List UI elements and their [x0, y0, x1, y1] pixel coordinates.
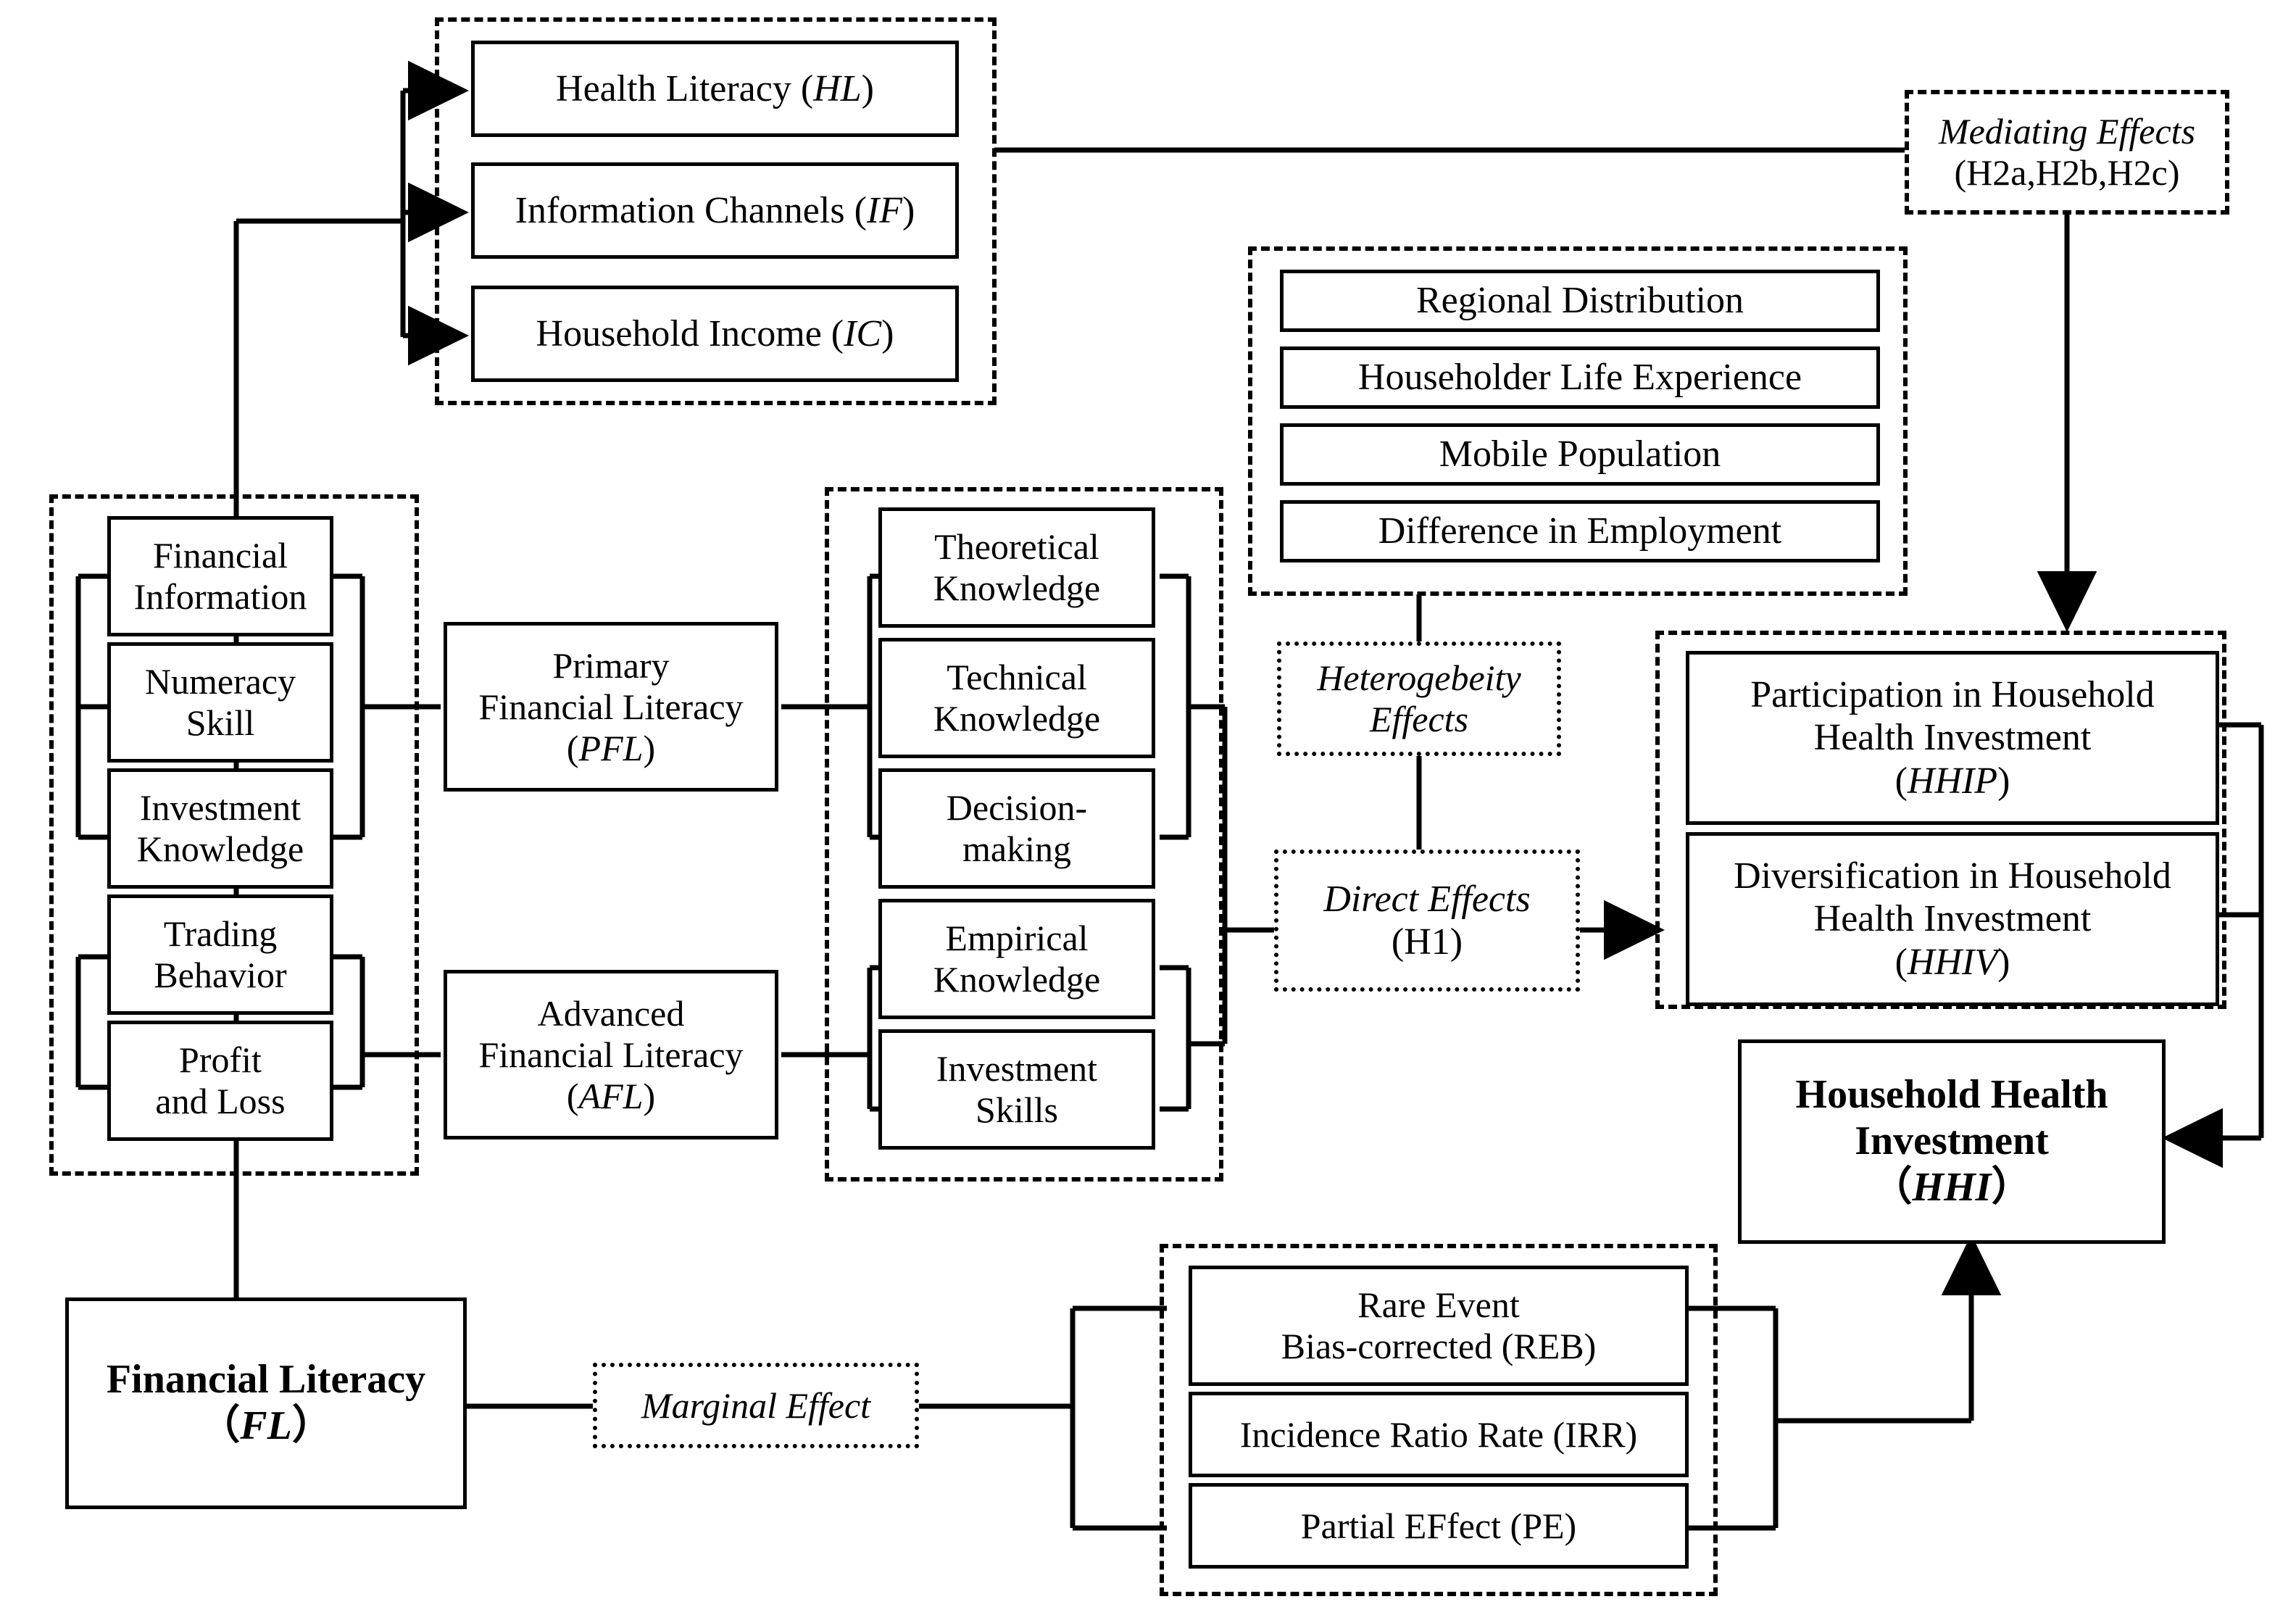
financial-information-line1: Financial [152, 535, 288, 576]
node-empirical-knowledge[interactable]: Empirical Knowledge [878, 899, 1155, 1019]
heterogeneity-effects-line1: Heterogebeity [1317, 657, 1521, 698]
pfl-line2: Financial Literacy [478, 686, 744, 727]
node-health-literacy-label: Health Literacy (HL) [556, 67, 874, 109]
node-investment-skills[interactable]: Investment Skills [878, 1029, 1155, 1150]
numeracy-skill-line2: Skill [186, 702, 255, 743]
profit-and-loss-line1: Profit [179, 1039, 262, 1080]
node-primary-financial-literacy[interactable]: Primary Financial Literacy (PFL) [444, 622, 778, 792]
node-householder-life-experience-label: Householder Life Experience [1357, 357, 1802, 399]
decision-making-line2: making [962, 829, 1071, 869]
node-mobile-population-label: Mobile Population [1439, 433, 1721, 476]
investment-skills-line1: Investment [936, 1048, 1098, 1089]
node-participation-hhi[interactable]: Participation in Household Health Invest… [1686, 651, 2219, 825]
reb-line1: Rare Event [1357, 1284, 1520, 1325]
fl-line2: （FL） [199, 1403, 333, 1448]
hhip-line2: Health Investment [1813, 717, 2092, 759]
numeracy-skill-line1: Numeracy [144, 661, 296, 702]
theoretical-knowledge-line2: Knowledge [933, 568, 1101, 608]
node-information-channels[interactable]: Information Channels (IF) [471, 162, 959, 259]
profit-and-loss-line2: and Loss [155, 1081, 286, 1121]
group-outcomes [1655, 631, 2226, 1009]
investment-skills-line2: Skills [976, 1089, 1058, 1130]
mediating-effects-line1: Mediating Effects [1938, 111, 2196, 151]
node-health-literacy[interactable]: Health Literacy (HL) [471, 41, 959, 137]
node-decision-making[interactable]: Decision- making [878, 768, 1155, 889]
node-partial-effect[interactable]: Partial EFfect (PE) [1189, 1483, 1689, 1569]
technical-knowledge-line1: Technical [947, 657, 1087, 697]
group-knowledge [825, 487, 1223, 1182]
node-investment-knowledge[interactable]: Investment Knowledge [107, 768, 333, 889]
hhi-line2: Investment [1855, 1118, 2049, 1164]
node-trading-behavior[interactable]: Trading Behavior [107, 894, 333, 1015]
financial-information-line2: Information [133, 576, 307, 617]
node-direct-effects[interactable]: Direct Effects (H1) [1274, 850, 1580, 992]
afl-line3: (AFL) [566, 1075, 656, 1116]
empirical-knowledge-line1: Empirical [945, 918, 1089, 958]
decision-making-line1: Decision- [946, 787, 1088, 828]
node-difference-in-employment-label: Difference in Employment [1378, 510, 1782, 552]
empirical-knowledge-line2: Knowledge [933, 959, 1101, 1000]
node-advanced-financial-literacy[interactable]: Advanced Financial Literacy (AFL) [444, 970, 778, 1139]
hhi-line1: Household Health [1795, 1072, 2108, 1118]
node-numeracy-skill[interactable]: Numeracy Skill [107, 642, 333, 763]
node-rare-event-bias[interactable]: Rare Event Bias-corrected (REB) [1189, 1266, 1689, 1386]
hhiv-line2: Health Investment [1813, 898, 2092, 940]
trading-behavior-line1: Trading [163, 913, 278, 954]
afl-line2: Financial Literacy [478, 1034, 744, 1075]
reb-line2: Bias-corrected (REB) [1281, 1326, 1597, 1366]
pe-label: Partial EFfect (PE) [1300, 1505, 1577, 1546]
node-marginal-effect[interactable]: Marginal Effect [593, 1363, 919, 1448]
hhiv-line3: (HHIV) [1894, 941, 2010, 983]
node-incidence-ratio-rate[interactable]: Incidence Ratio Rate (IRR) [1189, 1392, 1689, 1477]
node-difference-in-employment[interactable]: Difference in Employment [1280, 500, 1880, 562]
pfl-line1: Primary [552, 644, 670, 686]
hhi-line3: （HHI） [1871, 1164, 2032, 1210]
group-heterogeneity-vars [1248, 246, 1908, 596]
group-mediators [435, 17, 997, 405]
hhip-line1: Participation in Household [1750, 674, 2155, 716]
hhip-line3: (HHIP) [1894, 760, 2010, 802]
theoretical-knowledge-line1: Theoretical [934, 526, 1099, 567]
group-fl-components [49, 494, 419, 1176]
node-householder-life-experience[interactable]: Householder Life Experience [1280, 346, 1880, 409]
node-heterogeneity-effects[interactable]: Heterogebeity Effects [1277, 641, 1561, 756]
group-marginal-methods [1160, 1244, 1718, 1596]
fl-line1: Financial Literacy [106, 1357, 426, 1403]
heterogeneity-effects-line2: Effects [1369, 699, 1469, 739]
node-regional-distribution[interactable]: Regional Distribution [1280, 270, 1880, 332]
node-profit-and-loss[interactable]: Profit and Loss [107, 1021, 333, 1141]
node-household-health-investment[interactable]: Household Health Investment （HHI） [1738, 1039, 2166, 1244]
mediating-effects-line2: (H2a,H2b,H2c) [1954, 152, 2180, 193]
trading-behavior-line2: Behavior [154, 955, 287, 995]
node-mediating-effects[interactable]: Mediating Effects (H2a,H2b,H2c) [1905, 90, 2229, 215]
node-diversification-hhi[interactable]: Diversification in Household Health Inve… [1686, 832, 2219, 1006]
node-technical-knowledge[interactable]: Technical Knowledge [878, 638, 1155, 758]
node-household-income-label: Household Income (IC) [536, 312, 894, 354]
node-financial-literacy[interactable]: Financial Literacy （FL） [65, 1297, 467, 1509]
technical-knowledge-line2: Knowledge [933, 698, 1101, 739]
hhiv-line1: Diversification in Household [1734, 855, 2171, 897]
node-theoretical-knowledge[interactable]: Theoretical Knowledge [878, 507, 1155, 628]
investment-knowledge-line1: Investment [139, 787, 301, 828]
afl-line1: Advanced [537, 992, 685, 1034]
irr-label: Incidence Ratio Rate (IRR) [1239, 1413, 1638, 1455]
investment-knowledge-line2: Knowledge [136, 829, 304, 869]
node-household-income[interactable]: Household Income (IC) [471, 286, 959, 382]
direct-effects-line2: (H1) [1391, 921, 1463, 963]
node-information-channels-label: Information Channels (IF) [515, 189, 915, 231]
node-mobile-population[interactable]: Mobile Population [1280, 423, 1880, 486]
pfl-line3: (PFL) [566, 727, 656, 768]
node-financial-information[interactable]: Financial Information [107, 516, 333, 636]
direct-effects-line1: Direct Effects [1323, 878, 1531, 920]
marginal-effect-label: Marginal Effect [641, 1384, 871, 1426]
node-regional-distribution-label: Regional Distribution [1415, 280, 1744, 322]
